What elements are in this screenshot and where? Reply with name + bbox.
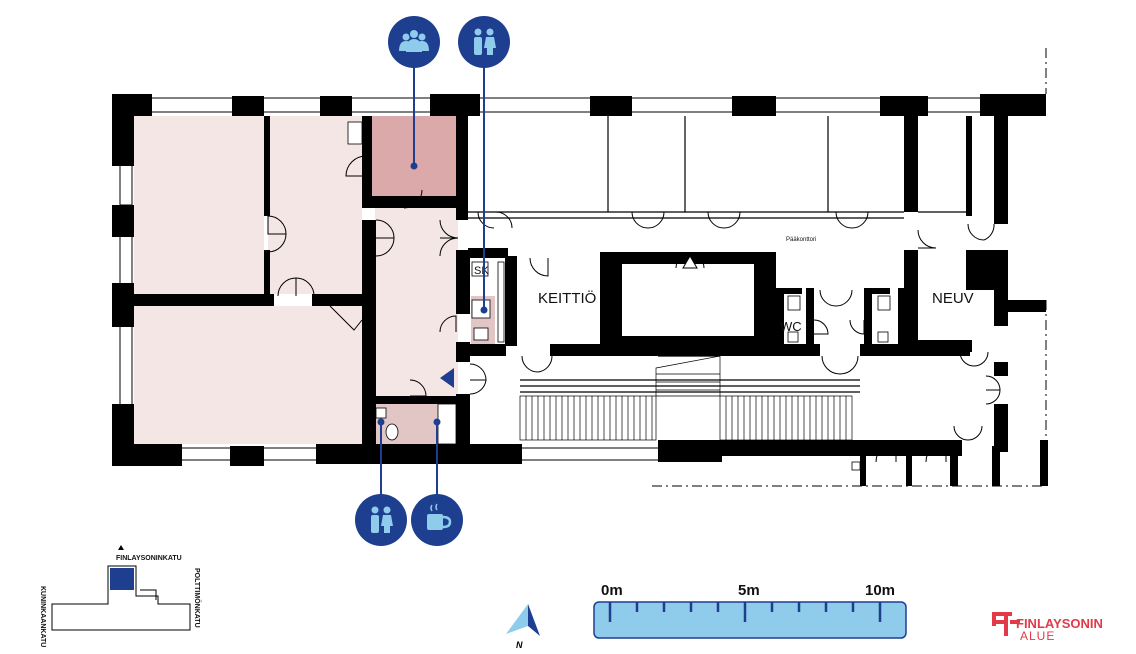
wc-label: WC [780,319,802,334]
neuv-label: NEUV [932,290,974,307]
street-north-label: FINLAYSONINKATU [116,555,182,562]
boundary-lines [652,48,1047,487]
room-southwest [134,306,362,444]
compass-arrow-icon [506,604,528,634]
entrance-markers [440,255,698,388]
brand-name: FINLAYSONIN [1016,616,1103,631]
brand-subtitle: ALUE [1020,629,1055,643]
minimap-current-location [110,568,134,590]
entrance-arrow-icon [440,368,454,388]
doors [267,155,1001,463]
walls [112,94,1048,486]
finlayson-logo-icon [992,612,1020,636]
sk-label: SK [474,265,489,277]
minimap-north-street-arrow-icon [118,545,124,550]
scale-label-5: 5m [738,582,760,599]
partitions [468,116,966,393]
office-label: Pääkonttori [786,237,816,243]
finlayson-logo: FINLAYSONIN ALUE [992,612,1103,643]
toilet-icon [371,506,393,533]
north-arrow: N [506,604,540,650]
sink-fixture [347,121,363,145]
north-label: N [516,640,523,650]
room-fills [134,116,495,444]
scale-label-10: 10m [865,582,895,599]
room-corridor-west [375,208,458,396]
room-north-middle [268,116,362,294]
entrance-arrow-icon [682,255,698,269]
staircase [519,355,853,441]
toilet-icon [474,28,496,55]
marker-lines [380,66,485,494]
street-west-label: KUNINKAANKATU [39,586,46,647]
street-east-label: POLTTIMÖNKATU [193,568,202,628]
kitchen-label: KEITTIÖ [538,289,596,307]
marker-coffee[interactable] [411,494,463,546]
marker-toilet-top[interactable] [458,16,510,68]
coffee-cup-icon [427,503,452,530]
group-icon [399,30,429,52]
location-minimap: FINLAYSONINKATU POLTTIMÖNKATU KUNINKAANK… [39,545,202,647]
room-northwest [134,116,264,294]
scale-label-0: 0m [601,582,623,599]
marker-dots [377,162,488,426]
scale-bar: 0m 5m 10m [593,582,907,639]
marker-toilet-bottom[interactable] [355,494,407,546]
marker-meeting[interactable] [388,16,440,68]
